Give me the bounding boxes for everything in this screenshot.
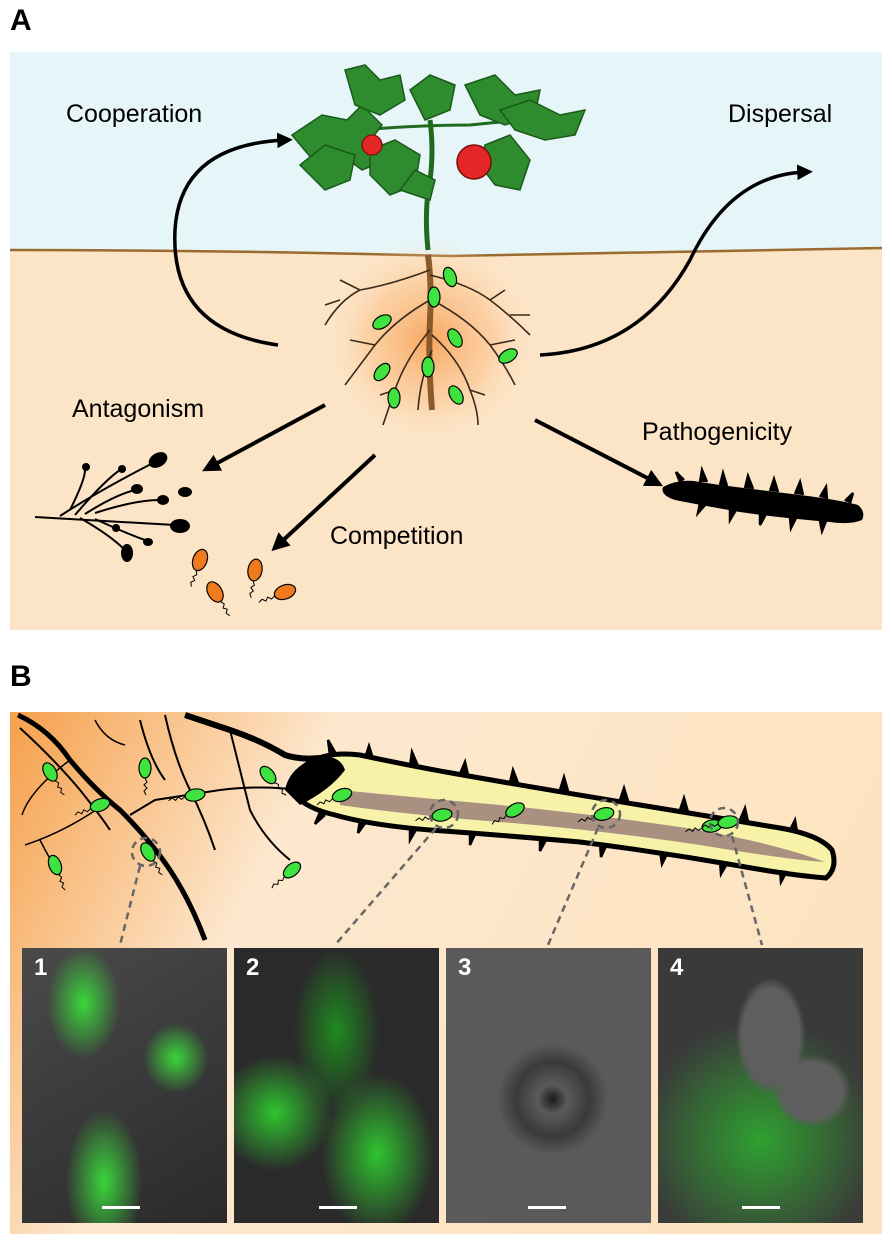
panel-a-letter: A	[10, 4, 32, 37]
micrograph-1-number: 1	[34, 954, 48, 981]
competition-arrow	[271, 453, 377, 552]
label-competition: Competition	[330, 522, 464, 550]
cooperation-arrow	[173, 132, 293, 347]
sky-background	[10, 52, 882, 256]
root-system-icon	[324, 254, 531, 426]
caterpillar-silhouette-icon	[662, 465, 864, 536]
dispersal-arrow	[539, 164, 813, 357]
label-dispersal: Dispersal	[728, 100, 833, 128]
larva-icon	[285, 739, 837, 887]
label-cooperation: Cooperation	[66, 100, 203, 128]
tomato-plant-icon	[290, 64, 587, 251]
micrograph-1: 1	[22, 948, 227, 1223]
scale-bar-2	[319, 1206, 357, 1209]
pathogenicity-arrow	[534, 418, 663, 487]
micrograph-4: 4	[658, 948, 863, 1223]
antagonism-arrow	[202, 403, 326, 472]
scale-bar-1	[102, 1206, 140, 1209]
micrograph-2: 2	[234, 948, 439, 1223]
micrograph-4-number: 4	[670, 954, 684, 981]
micrograph-3-number: 3	[458, 954, 472, 981]
micrograph-3: 3	[446, 948, 651, 1223]
micrograph-2-number: 2	[246, 954, 260, 981]
fungus-icon	[34, 452, 192, 562]
zoom-indicators	[118, 798, 764, 946]
scale-bar-3	[528, 1206, 566, 1209]
label-antagonism: Antagonism	[72, 395, 205, 423]
panel-a	[9, 52, 883, 630]
label-pathogenicity: Pathogenicity	[642, 418, 793, 446]
panel-b-letter: B	[10, 660, 32, 693]
scale-bar-4	[742, 1206, 780, 1209]
